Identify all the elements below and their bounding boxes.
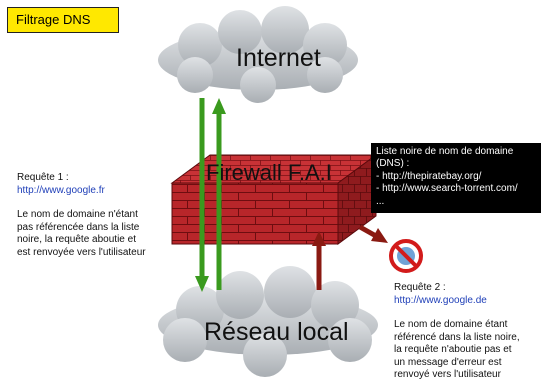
local-network-label: Réseau local xyxy=(204,318,349,346)
request-1-text-line: est renvoyée vers l'utilisateur xyxy=(17,246,146,258)
firewall-label: Firewall F.A.I xyxy=(206,160,332,185)
request-1-text-line: Le nom de domaine n'étant xyxy=(17,209,138,220)
blacklist-item: ... xyxy=(376,195,385,207)
request-2-text-line: un message d'erreur est xyxy=(394,356,502,368)
blacklist-box: Liste noire de nom de domaine (DNS) : - … xyxy=(371,143,541,213)
request-2-text-line: Le nom de domaine étant xyxy=(394,319,508,330)
local-network-cloud xyxy=(158,266,378,377)
request-1-title: Requête 1 : xyxy=(17,172,69,183)
blacklist-heading: Liste noire de nom de domaine xyxy=(376,146,514,157)
arrow-to-error xyxy=(358,224,378,239)
request-1-note: Requête 1 : http://www.google.fr Le nom … xyxy=(17,172,177,259)
request-1-url: http://www.google.fr xyxy=(17,184,105,196)
request-1-text-line: noire, la requête aboutie et xyxy=(17,234,136,245)
diagram-title: Filtrage DNS xyxy=(7,7,119,33)
blacklist-heading-2: (DNS) : xyxy=(376,158,410,170)
request-2-text-line: référencé dans la liste noire, xyxy=(394,331,520,343)
blacklist-item: - http://thepiratebay.org/ xyxy=(376,170,482,182)
request-2-note: Requête 2 : http://www.google.de Le nom … xyxy=(394,282,544,382)
blocked-request-arrows xyxy=(312,224,388,290)
allowed-request-arrows xyxy=(195,98,226,292)
internet-label: Internet xyxy=(236,44,321,72)
request-1-text-line: pas référencée dans la liste xyxy=(17,221,140,233)
request-2-text-line: renvoyé vers l'utilisateur xyxy=(394,369,501,380)
request-2-url: http://www.google.de xyxy=(394,294,487,306)
no-entry-icon xyxy=(389,239,423,273)
request-2-text-line: la requête n'aboutie pas et xyxy=(394,344,512,355)
blacklist-item: - http://www.search-torrent.com/ xyxy=(376,183,518,195)
request-2-title: Requête 2 : xyxy=(394,282,446,293)
internet-cloud xyxy=(158,6,358,103)
